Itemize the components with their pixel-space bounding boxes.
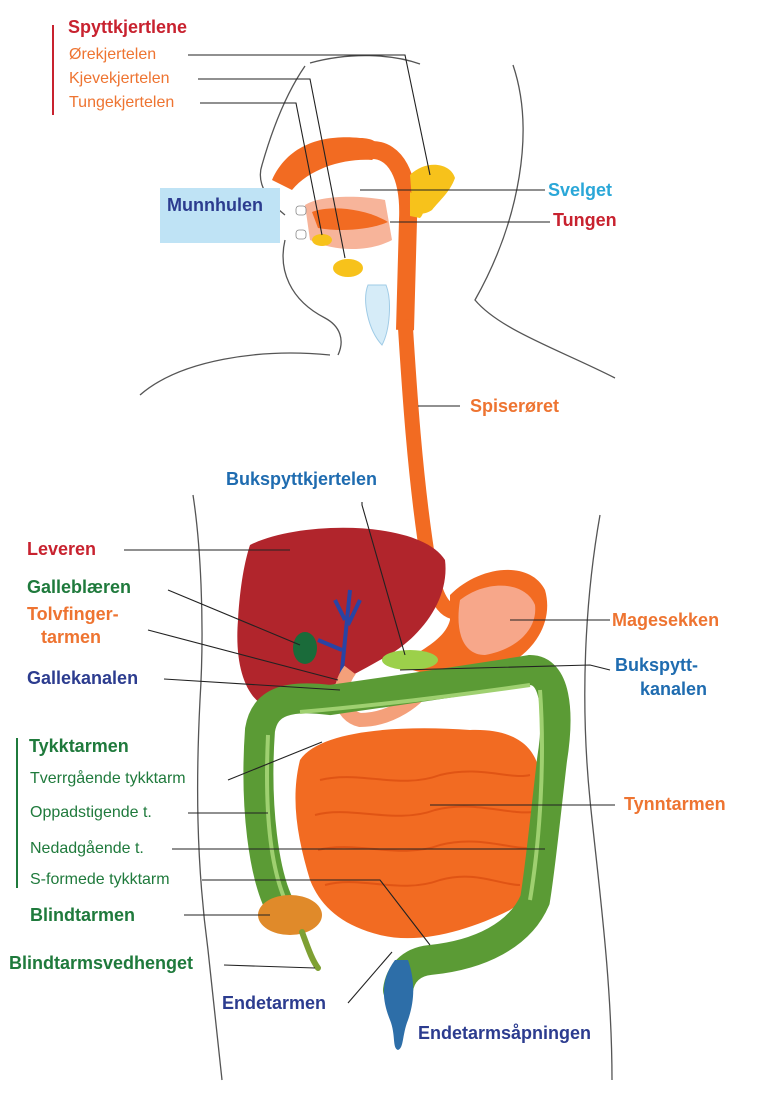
torso-right: [584, 514, 613, 1081]
parotid-lower: [410, 192, 424, 218]
teeth: [295, 205, 307, 240]
pharynx-tube: [371, 141, 418, 331]
label-parotid-gland: Ørekjertelen: [69, 46, 157, 63]
neck-right: [474, 64, 616, 379]
label-gallbladder: Galleblæren: [27, 577, 132, 597]
label-duodenum-line1: Tolvfinger-: [27, 604, 119, 624]
trachea: [365, 284, 390, 346]
label-salivary-glands: Spyttkjertlene: [68, 17, 188, 37]
label-colon: Tykktarmen: [29, 736, 129, 756]
label-appendix: Blindtarmsvedhenget: [9, 953, 194, 973]
liver-shape: [237, 527, 446, 710]
shoulder-left: [139, 352, 331, 396]
body-outline: [139, 54, 616, 1081]
label-sublingual-gland: Tungekjertelen: [69, 94, 175, 111]
appendix-shape: [299, 929, 321, 971]
label-pancreatic-duct-line2: kanalen: [640, 679, 708, 699]
tooth: [295, 205, 307, 216]
tongue-shape: [312, 208, 388, 230]
bile-duct-shape: [317, 589, 362, 691]
mouth-highlight: [160, 188, 280, 243]
label-tongue: Tungen: [553, 210, 617, 230]
label-pharynx: Svelget: [548, 180, 613, 200]
colon-highlight: [264, 683, 544, 901]
label-descending-colon: Nedadgående t.: [30, 840, 144, 857]
label-stomach: Magesekken: [612, 610, 720, 630]
rectum-shape: [383, 960, 414, 1050]
tooth: [295, 229, 307, 240]
label-mouth: Munnhulen: [167, 195, 263, 215]
esophagus-tube: [397, 319, 457, 620]
pancreas-shape: [382, 650, 438, 670]
label-submandibular-gland: Kjevekjertelen: [69, 70, 170, 87]
label-small-intestine: Tynntarmen: [624, 794, 726, 814]
sublingual-gland: [312, 234, 332, 246]
label-transverse-colon: Tverrgående tykktarm: [30, 770, 186, 787]
face-outline: [282, 239, 342, 356]
salivary-glands: [312, 164, 455, 277]
small-intestine-shape: [295, 728, 541, 939]
label-ascending-colon: Oppadstigende t.: [30, 804, 152, 821]
torso-left: [192, 494, 223, 1081]
label-pancreatic-duct-line1: Bukspytt-: [615, 655, 699, 675]
label-duodenum-line2: tarmen: [41, 627, 102, 647]
label-pancreas: Bukspyttkjertelen: [226, 469, 378, 489]
label-cecum: Blindtarmen: [30, 905, 136, 925]
small-intestine-folds: [314, 770, 536, 887]
nasal-cavity: [272, 137, 380, 190]
label-esophagus: Spiserøret: [470, 396, 560, 416]
stomach-inner: [458, 585, 536, 655]
label-bile-duct: Gallekanalen: [27, 668, 139, 688]
colon-shape: [243, 654, 571, 1005]
submandibular-gland: [333, 259, 363, 277]
parotid-gland: [410, 164, 455, 214]
gallbladder-shape: [293, 632, 317, 664]
label-rectum: Endetarmen: [222, 993, 327, 1013]
label-anus: Endetarmsåpningen: [418, 1023, 592, 1043]
label-liver: Leveren: [27, 539, 97, 559]
label-sigmoid-colon: S-formede tykktarm: [30, 871, 170, 888]
leader-lines: [124, 54, 615, 1004]
cecum-shape: [258, 895, 322, 935]
